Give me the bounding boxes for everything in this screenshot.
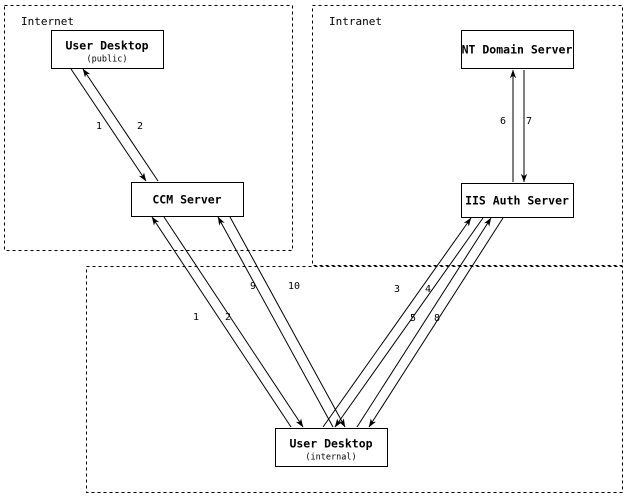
step-label-6-iis-auth-server-to-nt-domain-server: 6 [500,116,506,127]
node-title-ccm-server: CCM Server [152,193,221,207]
node-box-ccm-server[interactable] [130,181,245,218]
step-number-labels: 1 2 1 2 3 4 5 6 7 8 9 10 [96,116,532,324]
node-box-user-desktop-public[interactable] [50,29,165,70]
step-label-1-user-desktop-internal-to-ccm-server: 1 [193,312,199,323]
flow-10-ccm-to-internal [229,216,346,428]
flow-1-public-to-ccm [70,68,147,182]
zone-intranet: Intranet [312,5,623,266]
step-label-4-iis-auth-server-to-user-desktop-internal: 4 [425,284,431,295]
flow-2-ccm-to-internal [163,216,304,428]
node-iis-auth-server[interactable]: IIS Auth Server [460,182,575,219]
flow-5-internal-to-iis [356,217,492,428]
zone-label-intranet: Intranet [329,15,382,28]
zone-boundary-intranet [312,5,623,266]
flow-9-internal-to-ccm [217,216,334,428]
node-ccm-server[interactable]: CCM Server [130,181,245,218]
step-label-1-user-desktop-public-to-ccm-server: 1 [96,121,102,132]
flow-8-iis-to-internal [368,217,504,428]
zone-boundary-internet [4,5,293,251]
node-boxes: User Desktop (public) CCM Server NT Domain … [50,29,575,468]
node-box-iis-auth-server[interactable] [460,182,575,219]
node-title-iis-auth-server: IIS Auth Server [465,194,569,208]
step-label-5-user-desktop-internal-to-iis-auth-server: 5 [410,313,416,324]
node-title-user-desktop-internal: User Desktop [289,437,372,451]
zone-internet: Internet [4,5,293,251]
flow-4-iis-to-internal [334,217,484,428]
node-subtitle-user-desktop-public: (public) [87,55,128,65]
step-label-10-ccm-server-to-user-desktop-internal: 10 [288,281,300,292]
flow-3-internal-to-iis [322,217,472,428]
node-user-desktop-public[interactable]: User Desktop (public) [50,29,165,70]
node-box-user-desktop-internal[interactable] [274,427,389,468]
step-label-2-ccm-server-to-user-desktop-internal: 2 [225,312,231,323]
node-user-desktop-internal[interactable]: User Desktop (internal) [274,427,389,468]
node-title-nt-domain-server: NT Domain Server [462,43,573,57]
step-label-7-nt-domain-server-to-iis-auth-server: 7 [526,116,532,127]
zone-label-internet: Internet [21,15,74,28]
node-subtitle-user-desktop-internal: (internal) [305,453,356,463]
node-nt-domain-server[interactable]: NT Domain Server [460,29,575,70]
zone-boundary-internal [86,266,623,493]
zone-internal [86,266,623,493]
node-box-nt-domain-server[interactable] [460,29,575,70]
step-label-2-ccm-server-to-user-desktop-public: 2 [137,121,143,132]
node-title-user-desktop-public: User Desktop [65,39,148,53]
step-label-3-user-desktop-internal-to-iis-auth-server: 3 [394,284,400,295]
flow-2-ccm-to-public [82,68,159,182]
zone-boundaries: Internet Intranet [4,5,623,493]
step-label-9-user-desktop-internal-to-ccm-server: 9 [250,281,256,292]
step-label-8-iis-auth-server-to-user-desktop-internal: 8 [434,313,440,324]
flow-arrows [70,68,528,428]
flow-1-internal-to-ccm [151,216,292,428]
